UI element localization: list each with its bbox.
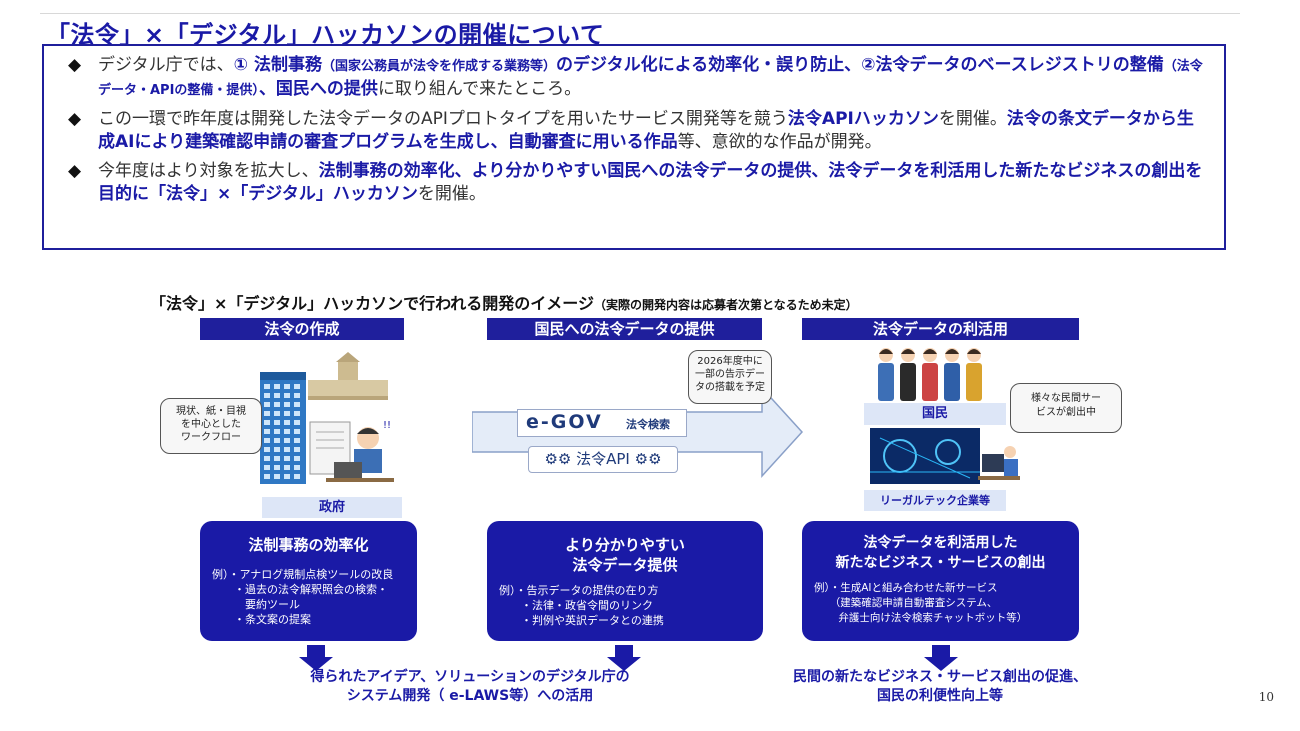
developer-at-pc-icon [978,446,1020,480]
svg-text:!!: !! [383,420,391,431]
down-arrow-icon [924,645,958,671]
gear-icon: ⚙⚙ [634,450,662,468]
speech-bubble-current-workflow: 現状、紙・目視 を中心とした ワークフロー [160,398,262,454]
speech-bubble-notice-data: 2026年度中に 一部の告示デー タの搭載を予定 [688,350,772,404]
page-number: 10 [1258,690,1274,704]
outcome-government-systems: 得られたアイデア、ソリューションのデジタル庁の システム開発（ e-LAWS等）… [310,669,630,704]
diamond-bullet-icon: ◆ [68,161,82,181]
development-image-title: 「法令」×「デジタル」ハッカソンで行われる開発のイメージ（実際の開発内容は応募者… [150,294,858,313]
down-arrow-icon [299,645,333,671]
diamond-bullet-icon: ◆ [68,109,82,129]
gear-icon: ⚙⚙ [544,450,572,468]
down-arrow-icon [607,645,641,671]
top-rule [40,13,1240,14]
column-header-utilization: 法令データの利活用 [802,318,1079,340]
legal-tech-illustration [870,428,1020,484]
egov-logo: e-GOV [526,411,603,433]
label-citizens: 国民 [864,403,1006,425]
outcome-private-services: 民間の新たなビジネス・サービス創出の促進、 国民の利便性向上等 [793,669,1087,704]
label-government: 政府 [262,497,402,518]
diet-building-icon [308,352,388,400]
citizens-illustration [878,348,982,401]
label-legaltech-companies: リーガルテック企業等 [864,490,1006,511]
summary-bullet-3: ◆ 今年度はより対象を拡大し、法制事務の効率化、より分かりやすい国民への法令デー… [68,161,1203,204]
box-data-provision: より分かりやすい 法令データ提供 例）・告示データの提供の在り方 ・法律・政省令… [487,521,763,641]
summary-bullet-2: ◆ この一環で昨年度は開発した法令データのAPIプロトタイプを用いたサービス開発… [68,109,1194,152]
diamond-bullet-icon: ◆ [68,55,82,75]
box-legislative-efficiency: 法制事務の効率化 例）・アナログ規制点検ツールの改良 ・過去の法令解釈照会の検索… [200,521,417,641]
column-header-legislation: 法令の作成 [200,318,404,340]
stressed-worker-icon: !! [309,420,394,482]
digital-network-icon [870,428,980,484]
people-group-icon [878,348,982,401]
egov-search-banner: e-GOV 法令検索 [517,409,687,437]
speech-bubble-private-services: 様々な民間サー ビスが創出中 [1010,383,1122,433]
box-new-business-creation: 法令データを利活用した 新たなビジネス・サービスの創出 例）・生成AIと組み合わ… [802,521,1079,641]
column-header-provision: 国民への法令データの提供 [487,318,762,340]
government-illustration: !! [260,352,394,484]
summary-bullet-1: ◆ デジタル庁では、① 法制事務（国家公務員が法令を作成する業務等）のデジタル化… [68,55,1203,99]
summary-box: ◆ デジタル庁では、① 法制事務（国家公務員が法令を作成する業務等）のデジタル化… [42,44,1226,250]
api-banner: ⚙⚙ 法令API ⚙⚙ [528,446,678,473]
